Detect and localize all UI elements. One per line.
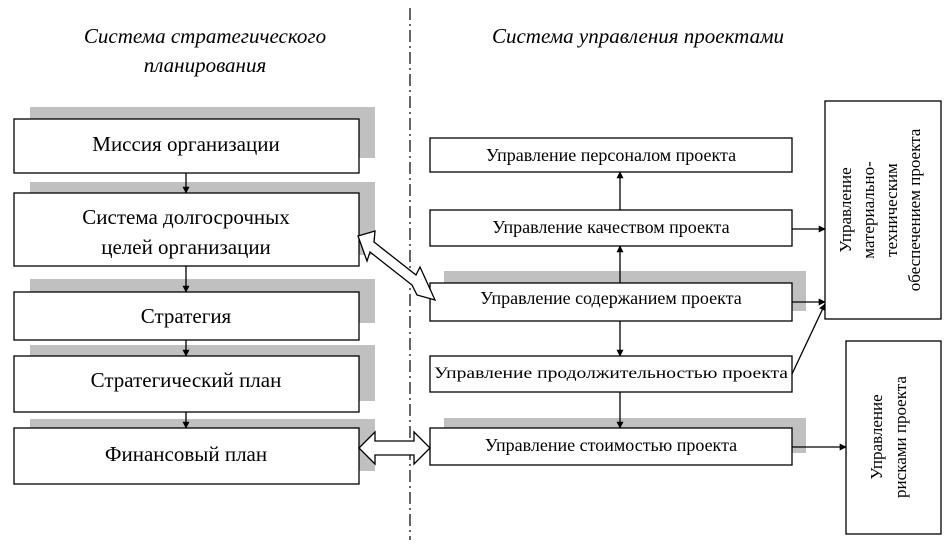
scope-box: Управление содержанием проекта xyxy=(429,282,793,322)
risks-label-line-1: Управление xyxy=(867,394,886,479)
financial-plan-box: Финансовый план xyxy=(13,427,360,485)
goals-box: Система долгосрочных целей организации xyxy=(13,192,360,267)
financial-plan-label: Финансовый план xyxy=(105,442,267,466)
cost-box: Управление стоимостью проекта xyxy=(429,427,793,466)
material-box: Управление материально- техническим обес… xyxy=(824,100,942,320)
left-header-line-2: планирования xyxy=(144,53,266,77)
mission-label: Миссия организации xyxy=(92,132,279,156)
material-label-line-2: материально- xyxy=(859,161,878,259)
risks-box: Управление рисками проекта xyxy=(845,340,942,535)
left-header-line-1: Система стратегического xyxy=(84,24,326,48)
goals-label-line-1: Система долгосрочных xyxy=(82,205,290,229)
mission-box: Миссия организации xyxy=(13,118,360,174)
duration-box: Управление продолжительностью проекта xyxy=(429,355,793,393)
personnel-box: Управление персоналом проекта xyxy=(429,137,793,173)
double-arrow-goals-scope xyxy=(357,230,437,301)
strategic-plan-box: Стратегический план xyxy=(13,355,360,413)
strategic-plan-label: Стратегический план xyxy=(91,368,282,392)
material-label-line-1: Управление xyxy=(836,167,855,252)
strategy-box: Стратегия xyxy=(13,291,360,341)
cost-label: Управление стоимостью проекта xyxy=(485,435,737,455)
duration-label: Управление продолжительностью проекта xyxy=(434,365,788,382)
personnel-label: Управление персоналом проекта xyxy=(486,145,736,165)
quality-box: Управление качеством проекта xyxy=(429,209,793,247)
risks-label-line-2: рисками проекта xyxy=(891,376,910,498)
goals-label-line-2: целей организации xyxy=(101,235,271,259)
material-label-line-3: техническим xyxy=(882,163,901,257)
quality-label: Управление качеством проекта xyxy=(492,217,729,237)
double-arrow-financial-cost xyxy=(358,430,431,466)
arrow-duration-to-material xyxy=(791,303,826,375)
material-label-line-4: обеспечением проекта xyxy=(905,128,924,291)
strategy-label: Стратегия xyxy=(141,304,232,328)
scope-label: Управление содержанием проекта xyxy=(480,288,741,308)
right-header: Система управления проектами xyxy=(492,24,784,48)
